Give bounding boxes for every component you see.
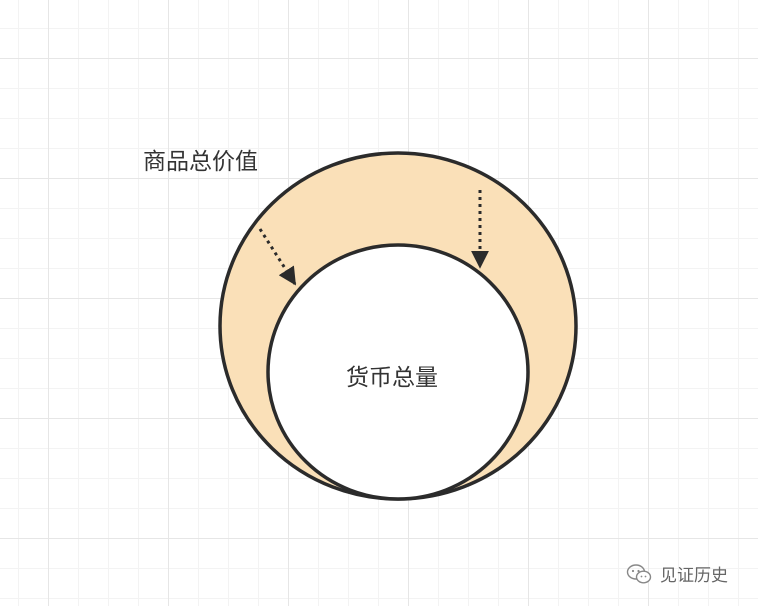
watermark-text: 见证历史 [660, 566, 728, 586]
wechat-icon [626, 563, 652, 584]
goods-total-value-label: 商品总价值 [143, 149, 258, 175]
money-supply-circle [266, 243, 530, 501]
money-supply-label: 货币总量 [346, 365, 438, 391]
watermark: 见证历史 [626, 561, 728, 586]
